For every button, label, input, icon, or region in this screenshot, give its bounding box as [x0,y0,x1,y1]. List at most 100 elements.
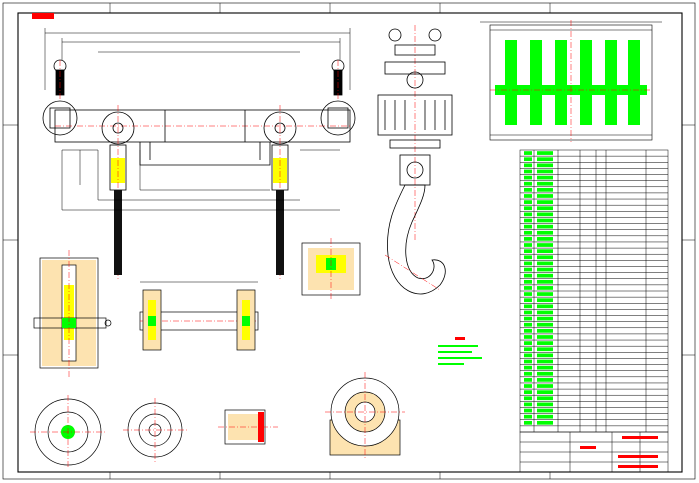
parts-list-item-code [537,378,553,382]
parts-list-item-number [524,292,532,296]
parts-list-item-number [524,396,532,401]
title-tag [32,13,54,19]
parts-list-item-number [524,310,532,315]
pulley-section-view[interactable] [33,250,112,378]
parts-list-item-code [537,163,553,168]
parts-list-item-code [537,249,553,254]
parts-list-item-code [537,328,553,333]
parts-list-item-number [524,384,532,388]
parts-list-item-code [537,347,553,352]
end-connection-view[interactable] [301,238,361,300]
parts-list-item-code [537,359,553,364]
parts-list-item-code [537,292,553,296]
parts-list-item-number [524,169,532,174]
parts-list-item-number [524,304,532,309]
parts-list-item-number [524,237,532,241]
parts-list-item-code [537,194,553,198]
parts-list-item-number [524,402,532,407]
parts-list-item-number [524,408,532,413]
parts-list-item-number [524,286,532,290]
technical-notes [438,337,482,365]
parts-list-item-number [524,206,532,211]
parts-list-item-code [537,157,553,162]
axle-assembly-view[interactable] [139,281,259,351]
parts-list-item-number [524,267,532,272]
parts-list-item-code [537,169,553,174]
main-beam-front-view[interactable] [42,28,356,280]
parts-list-item-number [524,175,532,180]
title-block [519,431,669,473]
parts-list-item-number [524,224,532,229]
wheel-plan-view[interactable] [325,372,405,460]
parts-list-item-code [537,200,553,204]
parts-list-item-number [524,341,532,345]
parts-list-item-number [524,414,532,419]
parts-list-item-number [524,322,532,327]
side-dimension-lines [61,149,340,211]
hook-block-plan-view[interactable] [480,20,662,142]
left-end-lug[interactable] [42,59,78,136]
parts-list-item-code [537,304,553,309]
parts-list-item-code [537,187,553,192]
parts-list-item-number [524,212,532,217]
nut-plan-view[interactable] [123,398,187,462]
parts-list-item-code [537,396,553,401]
parts-list-item-number [524,378,532,382]
parts-list-item-code [537,390,553,395]
parts-list-item-code [537,310,553,315]
parts-list-item-code [537,298,553,303]
frame-zone-ticks [3,3,695,479]
parts-list-item-code [537,353,553,358]
parts-list-item-code [537,414,553,419]
parts-list-item-code [537,224,553,229]
parts-list-item-code [537,212,553,217]
parts-list-item-number [524,249,532,254]
parts-list-item-number [524,371,532,376]
parts-list-item-number [524,230,532,235]
hook-body[interactable] [387,184,446,295]
parts-list-item-code [537,322,553,327]
top-dimension-lines [44,28,351,90]
parts-list-item-code [537,279,553,284]
right-end-lug[interactable] [320,59,356,136]
parts-list-item-code [537,230,553,235]
parts-list-item-number [524,181,532,186]
parts-list-item-code [537,243,553,247]
parts-list-item-code [537,341,553,345]
parts-list-item-number [524,261,532,266]
parts-list-item-code [537,408,553,413]
parts-list-item-number [524,157,532,162]
parts-list-item-code [537,151,553,155]
parts-list-item-number [524,353,532,358]
parts-list-item-code [537,335,553,339]
parts-list-item-number [524,194,532,198]
parts-list-item-code [537,420,553,425]
parts-list-table[interactable] [519,149,669,433]
parts-list-item-code [537,255,553,260]
parts-list-item-code [537,371,553,376]
right-wire-rope [276,190,284,275]
parts-list-item-number [524,273,532,278]
parts-list-item-number [524,163,532,168]
parts-list-item-code [537,206,553,211]
parts-list-item-number [524,335,532,339]
parts-list-item-number [524,347,532,352]
parts-list-item-number [524,255,532,260]
parts-list-item-number [524,390,532,395]
parts-list-item-code [537,267,553,272]
parts-list-item-number [524,187,532,192]
flange-plan-view[interactable] [30,395,106,469]
parts-list-item-code [537,365,553,370]
parts-list-item-code [537,402,553,407]
parts-list-item-number [524,298,532,303]
parts-list-item-number [524,316,532,321]
parts-list-item-number [524,420,532,425]
pin-detail-view[interactable] [218,409,278,445]
parts-list-item-number [524,243,532,247]
parts-list-item-code [537,316,553,321]
hook-side-view[interactable] [377,25,453,295]
parts-list-item-code [537,237,553,241]
parts-list-item-number [524,200,532,204]
